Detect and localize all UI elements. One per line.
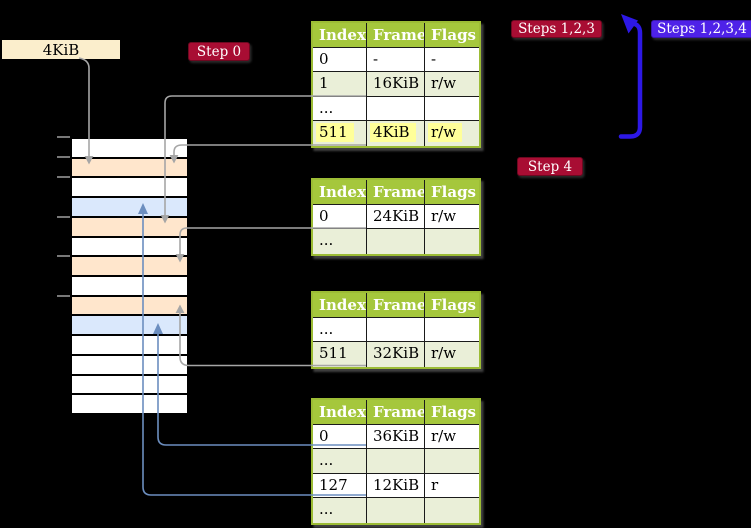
memory-row-white (72, 178, 187, 197)
table-cell: 36KiB (367, 424, 425, 448)
memory-tick (57, 295, 70, 297)
memory-tick (57, 255, 70, 257)
table-cell: 16KiB (367, 72, 425, 96)
table-cell: ... (313, 96, 367, 120)
step-0-badge: Step 0 (188, 42, 250, 61)
table-cell: r/w (431, 426, 457, 445)
table-cell (425, 449, 479, 473)
table-cell: 1 (313, 72, 367, 96)
table-cell: 0 (313, 204, 367, 228)
table-cell: 511 (313, 121, 367, 146)
memory-tick (57, 136, 70, 138)
table-cell: 127 (313, 473, 367, 497)
highlighted-value: 4KiB (370, 123, 416, 142)
header-cell: Frame (367, 180, 425, 204)
steps-1-2-3-badge: Steps 1,2,3 (511, 20, 602, 38)
header-cell: Flags (431, 296, 476, 314)
physical-memory-column (70, 137, 189, 415)
table-cell: ... (313, 498, 367, 523)
header-cell: Frame (367, 23, 425, 47)
table-cell: 32KiB (367, 342, 425, 367)
memory-row-blue (72, 198, 187, 216)
table-cell (425, 318, 479, 342)
table-row: ... (313, 229, 479, 254)
table-cell: 511 (313, 342, 367, 367)
memory-row-orange (72, 158, 187, 177)
table-cell (367, 449, 425, 473)
table-cell (425, 229, 479, 254)
table-cell (367, 317, 425, 341)
header-cell: Index (313, 400, 367, 424)
steps-1-2-3-4-badge: Steps 1,2,3,4 (651, 20, 751, 38)
table-row: ... (313, 317, 479, 342)
memory-tick (57, 156, 70, 158)
table-cell: ... (313, 449, 367, 473)
header-cell: Index (313, 293, 367, 317)
memory-tick (57, 215, 70, 218)
header-cell: Index (313, 180, 367, 204)
table-cell: r/w (431, 74, 457, 92)
memory-row-white (72, 277, 187, 295)
recursion-loop-arrow (618, 14, 643, 139)
table-row: 511 4KiB r/w (313, 121, 479, 146)
memory-row-white (72, 355, 187, 374)
step-4-badge: Step 4 (517, 157, 583, 176)
memory-row-white (72, 336, 187, 354)
memory-row-blue (72, 316, 187, 335)
memory-row-orange (72, 217, 187, 236)
memory-row-white (72, 395, 187, 414)
table-cell (367, 96, 425, 120)
table-cell: 24KiB (367, 204, 425, 228)
table-cell (425, 498, 479, 523)
table-row: 0-- (313, 47, 479, 72)
header-cell: Frame (367, 400, 425, 424)
table-cell: - (431, 49, 437, 68)
table-row: ... (313, 96, 479, 121)
table-cell: r/w (425, 121, 479, 146)
arrow-table1-entry511-to-4kib-frame (169, 144, 366, 164)
memory-tick (57, 176, 70, 178)
table-cell: ... (313, 229, 367, 254)
table-cell: - (367, 47, 425, 71)
header-cell: Flags (431, 26, 476, 44)
highlighted-value: r/w (428, 123, 463, 142)
memory-row-white (72, 139, 187, 157)
table-cell (367, 229, 425, 254)
table-cell (367, 498, 425, 523)
table-cell: 4KiB (367, 121, 425, 146)
highlighted-value: 511 (316, 123, 354, 142)
header-cell: Index (313, 23, 367, 47)
frame-size-label: 4KiB (2, 40, 120, 59)
memory-row-white (72, 375, 187, 394)
table-cell: r (431, 475, 439, 494)
table-cell: r/w (431, 206, 457, 225)
table-cell: 0 (313, 424, 367, 448)
header-cell: Flags (431, 183, 476, 201)
table-cell: 0 (313, 47, 367, 71)
memory-row-white (72, 237, 187, 256)
table-cell: r/w (431, 344, 457, 362)
table-row: ... (313, 449, 479, 474)
header-cell: Flags (431, 403, 476, 421)
memory-row-orange (72, 296, 187, 315)
memory-row-orange (72, 257, 187, 276)
header-cell: Frame (367, 293, 425, 317)
table-row: ... (313, 498, 479, 523)
table-cell: ... (313, 317, 367, 341)
table-cell (425, 97, 479, 121)
table-cell: 12KiB (367, 473, 425, 497)
